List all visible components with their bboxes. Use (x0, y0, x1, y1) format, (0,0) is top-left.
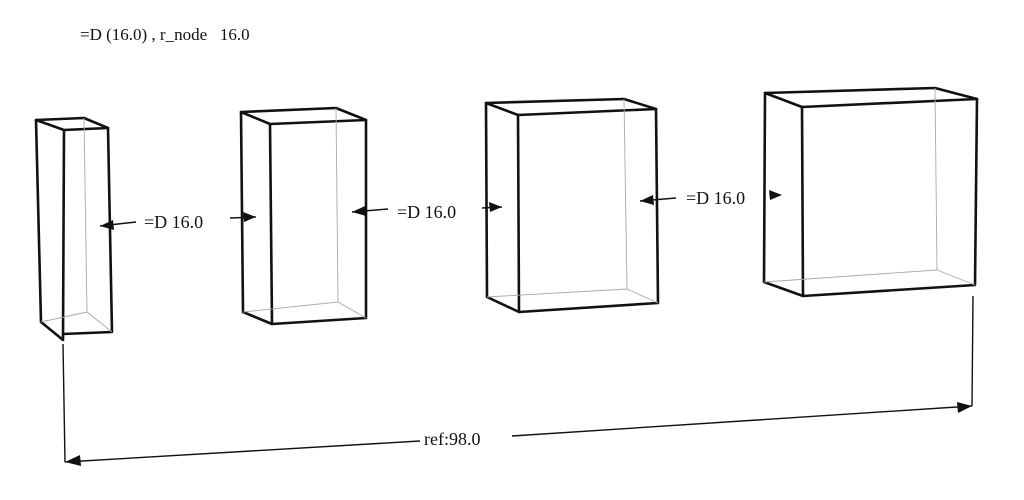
gap-dimension-1: =D 16.0 (99, 212, 257, 232)
block-1-front-face (61, 126, 114, 336)
gap-2-label: =D 16.0 (397, 202, 456, 222)
block-1 (34, 116, 114, 342)
diagram-header: =D (16.0) , r_node 16.0 (80, 25, 250, 44)
arrow-right-icon (489, 202, 502, 212)
block-4-top-face (763, 86, 979, 109)
arrow-right-icon (769, 190, 782, 200)
gap-dimension-3: =D 16.0 (639, 188, 782, 208)
gap-3-label: =D 16.0 (686, 188, 745, 208)
gap-dimension-2: =D 16.0 (351, 202, 503, 222)
block-3-top-face (484, 97, 658, 117)
block-2 (239, 106, 368, 326)
arrow-left-icon (352, 206, 366, 216)
arrow-left-icon (100, 220, 114, 230)
arrow-right-icon (957, 402, 972, 413)
block-4-front-face (801, 97, 979, 298)
reference-extension-right (971, 295, 974, 407)
arrow-left-icon (65, 455, 81, 466)
block-2-front-face (270, 118, 368, 326)
block-3-front-face (517, 107, 660, 314)
gap-1-label: =D 16.0 (144, 212, 203, 232)
block-1-top-face (34, 116, 110, 132)
arrow-right-icon (243, 212, 256, 222)
block-4 (762, 86, 979, 298)
reference-extension-left (62, 343, 66, 463)
reference-dimension: ref:98.0 (62, 295, 974, 466)
block-4-hidden-edge (934, 87, 976, 286)
block-2-top-face (239, 106, 368, 126)
arrow-left-icon (640, 195, 654, 205)
reference-label: ref:98.0 (424, 429, 480, 449)
block-1-left-face (34, 118, 66, 342)
block-3 (484, 97, 660, 314)
